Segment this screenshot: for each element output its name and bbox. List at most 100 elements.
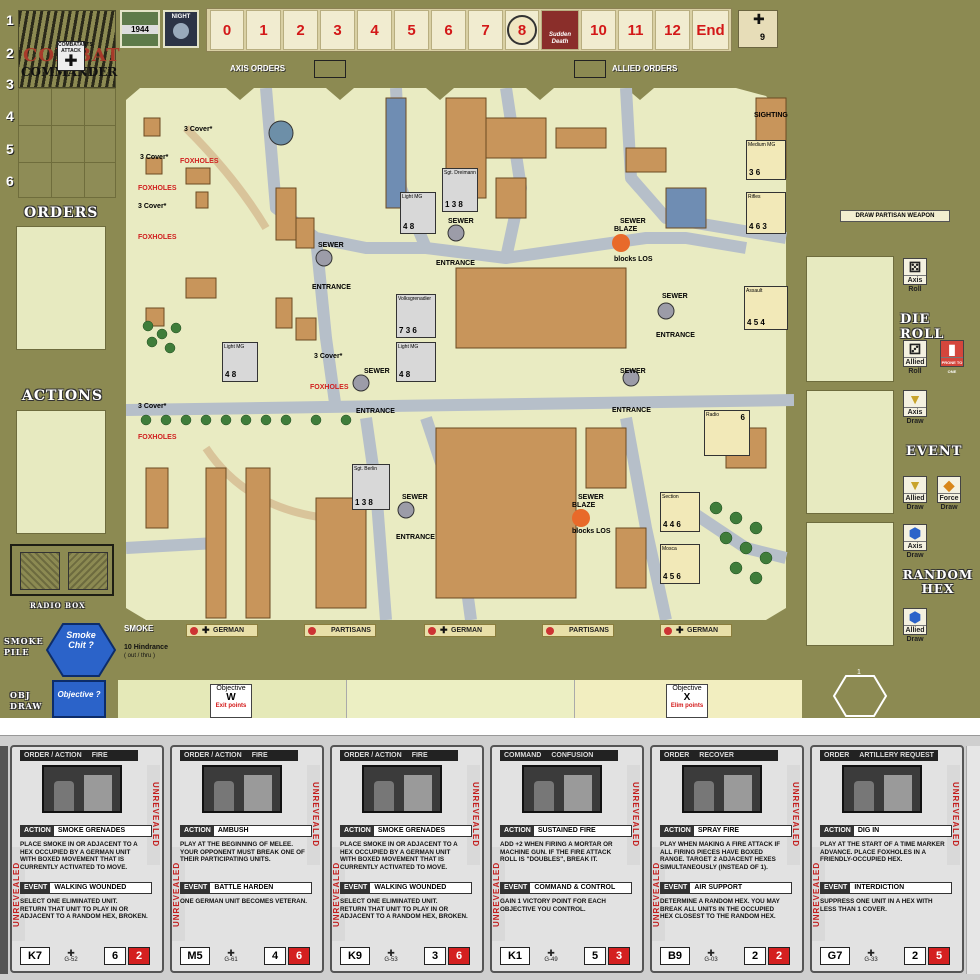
unit-volksgrenadier[interactable]: Volksgrenadier 7 3 6	[396, 294, 436, 338]
card-code: K9	[340, 947, 370, 965]
axis-hex-label: Axis Draw	[904, 541, 926, 559]
unit-light-mg-2[interactable]: Light MG 4 8	[396, 342, 436, 382]
turn-sudden-death[interactable]: Sudden Death	[541, 10, 579, 50]
draw-icon: ▼	[908, 391, 922, 407]
turn-2[interactable]: 2	[283, 10, 318, 50]
smoke-chit[interactable]	[46, 622, 116, 678]
unit-assault[interactable]: Assault 4 5 4	[744, 286, 788, 330]
card-header-name: FIRE	[91, 752, 108, 759]
hindrance-sub: ( out / thru )	[124, 653, 156, 659]
iron-cross-icon: ✚	[440, 625, 448, 635]
unit-light-mg-1[interactable]: Light MG 4 8	[400, 192, 436, 234]
event-area[interactable]	[806, 390, 894, 514]
card-number: ✚G-53	[376, 949, 406, 964]
objective-card-x[interactable]: Objective X Elim points	[666, 684, 708, 718]
axis-orders-box[interactable]	[314, 60, 346, 78]
objective-chit[interactable]: Objective ?	[52, 680, 106, 718]
sighting-label: SIGHTING	[754, 112, 788, 119]
turn-5[interactable]: 5	[394, 10, 429, 50]
unit-light-mg-3[interactable]: Light MG 4 8	[222, 342, 258, 382]
cover-label-4: 3 Cover*	[314, 353, 343, 360]
force-draw-chit[interactable]: ◆Force Draw	[937, 476, 961, 511]
turn-8-label: 8	[517, 21, 527, 39]
radio-box[interactable]	[10, 544, 114, 596]
draw-partisan-button[interactable]: DRAW PARTISAN WEAPON	[840, 210, 950, 222]
turn-7[interactable]: 7	[468, 10, 503, 50]
card-action-text: SIMULTANEOUSLY (INSTEAD OF 1).	[660, 863, 768, 871]
iron-cross-icon: ✚	[67, 948, 75, 958]
unit-name: Light MG	[398, 344, 419, 350]
card-event-text: SELECT ONE ELIMINATED UNIT.	[340, 898, 438, 905]
card-die-2: 6	[448, 947, 470, 965]
unit-mosca[interactable]: Mosca 4 5 6	[660, 544, 700, 584]
turn-1[interactable]: 1	[246, 10, 281, 50]
sewer-label-5: SEWER	[364, 368, 390, 375]
unit-sgt-dreimann[interactable]: Sgt. Dreimann 1 3 8	[442, 168, 478, 212]
allied-draw-chit[interactable]: ▼Allied Draw	[903, 476, 927, 511]
turn-3[interactable]: 3	[320, 10, 355, 50]
die-roll-area[interactable]	[806, 256, 894, 382]
card-event-text: GAIN 1 VICTORY POINT FOR EACH	[500, 898, 606, 905]
hand-scrollbar[interactable]	[966, 746, 980, 974]
axis-draw-chit[interactable]: ▼Axis Draw	[903, 390, 927, 425]
night-chit[interactable]: NIGHT	[163, 10, 199, 48]
turn-12[interactable]: 12	[655, 10, 690, 50]
actions-title: ACTIONS	[22, 388, 104, 404]
allied-hex-chit[interactable]: ⬢Allied Draw	[903, 608, 927, 643]
turn-marker[interactable]: ✚ 9	[738, 10, 778, 48]
unit-stats: 4 8	[225, 370, 237, 379]
allied-draw-label: Allied Draw	[904, 493, 926, 511]
turn-end[interactable]: End	[692, 10, 729, 50]
iron-cross-icon: ✚	[227, 948, 235, 958]
card-action-text: ALL FIRING PIECES HAVE BOXED	[660, 848, 763, 856]
objective-w-title: Objective	[216, 685, 246, 692]
turn-0[interactable]: 0	[210, 10, 244, 50]
card-code: G7	[820, 947, 850, 965]
year-chit[interactable]: 1944	[120, 10, 160, 48]
card-action-text: HEX OCCUPIED BY A GERMAN UNIT	[20, 848, 131, 856]
turn-8[interactable]: 8	[505, 10, 539, 50]
card-die-1: 2	[904, 947, 926, 965]
objective-slot-3[interactable]	[346, 680, 574, 718]
hand-left-edge	[0, 746, 8, 974]
prone-chit[interactable]: ▮PRONE TO ONE	[940, 340, 964, 374]
unit-radio[interactable]: Radio 6	[704, 410, 750, 456]
sewer-label-6: SEWER	[620, 368, 646, 375]
card-photo	[362, 765, 442, 813]
objective-card-w[interactable]: Objective W Exit points	[210, 684, 252, 718]
random-hex-area[interactable]	[806, 522, 894, 646]
moon-icon	[173, 23, 189, 39]
allied-roll-chit[interactable]: ⚂Allied Roll	[903, 340, 927, 375]
allied-orders-box[interactable]	[574, 60, 606, 78]
axis-hex-chit[interactable]: ⬢Axis Draw	[903, 524, 927, 559]
objective-dot-icon	[664, 627, 672, 635]
axis-roll-chit[interactable]: ⚄Axis Roll	[903, 258, 927, 293]
unit-section[interactable]: Section 4 4 6	[660, 492, 700, 532]
unit-medium-mg[interactable]: Medium MG 3 6	[746, 140, 786, 180]
hindrance-label: 10 Hindrance	[124, 644, 168, 651]
blaze-label-1: BLAZE	[614, 226, 638, 233]
entrance-label-6: ENTRANCE	[396, 534, 435, 541]
unit-stats: 6	[740, 413, 745, 422]
turn-11[interactable]: 11	[618, 10, 653, 50]
card-action-text: PLACE SMOKE IN OR ADJACENT TO A	[20, 841, 138, 848]
card-header-name: CONFUSION	[551, 752, 594, 759]
orders-area[interactable]	[16, 226, 106, 350]
card-action-text: WITH BOXED MOVEMENT THAT IS	[20, 856, 125, 864]
blaze-label-2: BLAZE	[572, 502, 596, 509]
card-action-text: ADVANCE. PLACE FOXHOLES IN A	[820, 848, 927, 856]
turn-4[interactable]: 4	[357, 10, 392, 50]
objective-x-title: Objective	[672, 685, 702, 692]
unit-rifles[interactable]: Rifles 4 6 3	[746, 192, 786, 234]
card-header-type: ORDER / ACTION	[184, 752, 242, 759]
turn-6[interactable]: 6	[431, 10, 466, 50]
turn-10[interactable]: 10	[581, 10, 616, 50]
actions-area[interactable]	[16, 410, 106, 534]
unit-sgt-berlin[interactable]: Sgt. Berlin 1 3 8	[352, 464, 390, 510]
